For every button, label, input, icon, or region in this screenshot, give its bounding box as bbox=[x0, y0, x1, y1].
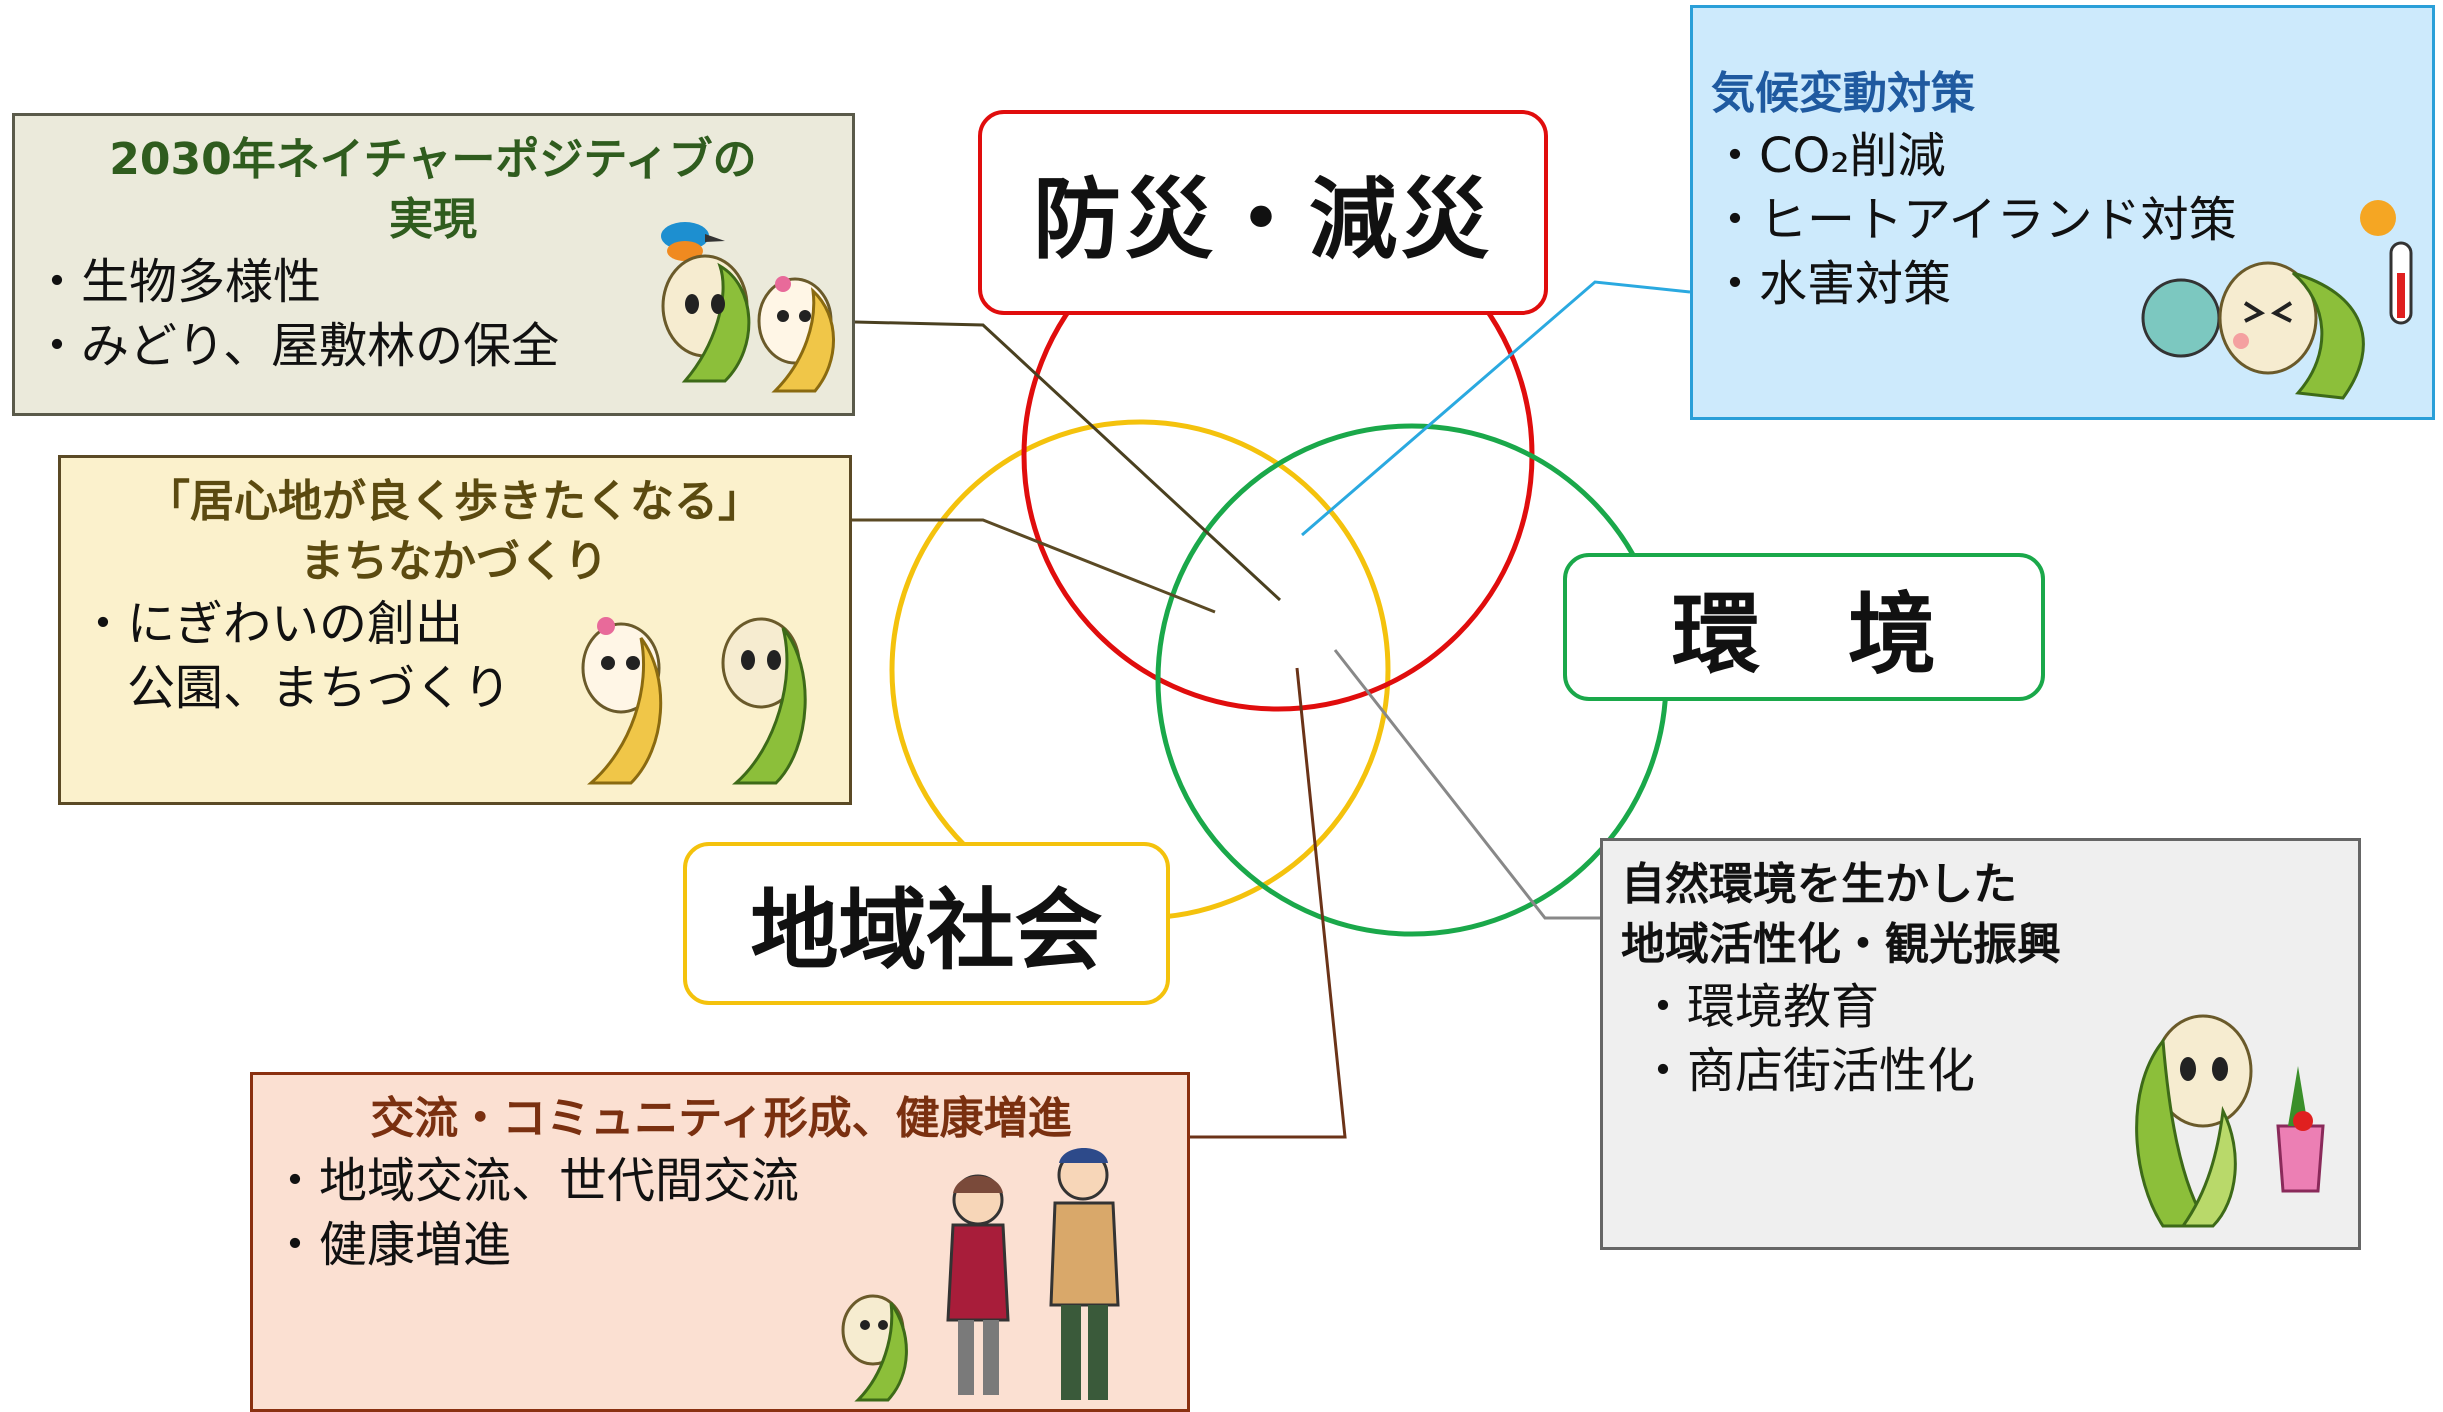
list-item: みどり、屋敷林の保全 bbox=[33, 314, 834, 378]
list-item: 水害対策 bbox=[1711, 252, 2414, 316]
mascot-pair-with-kingfisher-icon bbox=[661, 222, 835, 393]
exchange-box: 交流・コミュニティ形成、健康増進 地域交流、世代間交流 健康増進 bbox=[250, 1072, 1190, 1412]
nature-connector-line bbox=[854, 320, 1282, 602]
community-label: 地域社会 bbox=[683, 842, 1170, 1005]
walkable-town-title: 「居心地が良く歩きたくなる」 まちなかづくり bbox=[146, 476, 762, 587]
nature-positive-list: 生物多様性 みどり、屋敷林の保全 bbox=[33, 250, 834, 378]
list-item: 地域交流、世代間交流 bbox=[271, 1149, 1169, 1213]
tourism-connector-line bbox=[1333, 649, 1600, 920]
nature-positive-title: 2030年ネイチャーポジティブの 実現 bbox=[109, 134, 757, 245]
environment-label: 環 境 bbox=[1563, 553, 2045, 701]
exchange-connector-line bbox=[1188, 667, 1347, 1139]
climate-box: 気候変動対策 CO₂削減 ヒートアイランド対策 水害対策 bbox=[1690, 5, 2435, 420]
tourism-box: 自然環境を生かした 地域活性化・観光振興 環境教育 商店街活性化 bbox=[1600, 838, 2361, 1250]
list-item: 商店街活性化 bbox=[1639, 1039, 2340, 1103]
list-item: CO₂削減 bbox=[1711, 124, 2414, 188]
mascot-pair-waving-icon bbox=[581, 617, 807, 785]
mascot-hot-weather-icon bbox=[2141, 200, 2413, 400]
mascot-with-vegetables-icon bbox=[2135, 1014, 2325, 1228]
tourism-list: 環境教育 商店街活性化 bbox=[1621, 975, 2340, 1103]
climate-list: CO₂削減 ヒートアイランド対策 水害対策 bbox=[1711, 124, 2414, 316]
list-item: 健康増進 bbox=[271, 1213, 1169, 1277]
nature-positive-box: 2030年ネイチャーポジティブの 実現 生物多様性 みどり、屋敷林の保全 bbox=[12, 113, 855, 416]
climate-connector-line bbox=[1301, 280, 1691, 537]
list-item: ヒートアイランド対策 bbox=[1711, 188, 2414, 252]
exchange-title: 交流・コミュニティ形成、健康増進 bbox=[370, 1093, 1072, 1144]
mascot-with-elderly-couple-icon bbox=[841, 1148, 1120, 1402]
climate-title: 気候変動対策 bbox=[1711, 68, 1975, 119]
tourism-title: 自然環境を生かした 地域活性化・観光振興 bbox=[1621, 859, 2061, 970]
exchange-list: 地域交流、世代間交流 健康増進 bbox=[271, 1149, 1169, 1277]
list-item: 環境教育 bbox=[1639, 975, 2340, 1039]
disaster-label: 防災・減災 bbox=[978, 110, 1548, 315]
list-item: 生物多様性 bbox=[33, 250, 834, 314]
town-connector-line bbox=[852, 518, 1216, 614]
